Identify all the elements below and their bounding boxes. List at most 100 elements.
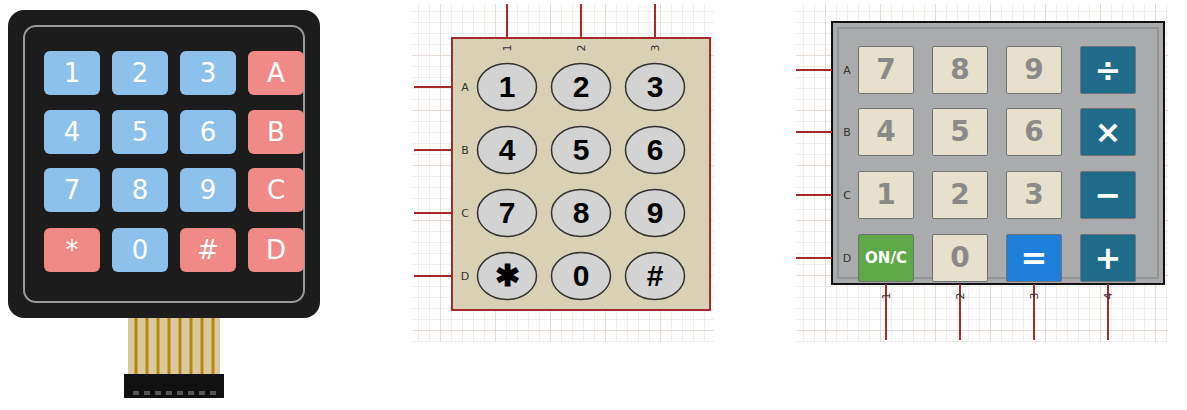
key-label: 3 [1024, 181, 1043, 209]
function-key: B [248, 110, 304, 154]
digit-key: 0 [932, 234, 988, 282]
key-label: 3 [647, 72, 664, 102]
key-label: × [1095, 116, 1122, 148]
digit-key: 7 [44, 168, 100, 212]
column-pin-label: 2 [576, 45, 587, 52]
key-label: 3 [200, 60, 217, 86]
digit-key: 4 [858, 108, 914, 156]
key-label: 5 [950, 118, 969, 146]
connector-pins [133, 391, 216, 395]
row-pin-label: D [461, 271, 469, 282]
column-pin-label: 2 [955, 293, 966, 300]
round-key: 8 [550, 188, 612, 238]
pin-wires [796, 70, 1108, 340]
keypad-body [832, 22, 1164, 284]
key-label: ON/C [865, 251, 907, 266]
round-key: 7 [476, 188, 538, 238]
pin-wires [414, 4, 655, 276]
digit-key: 8 [932, 46, 988, 94]
column-pin-label: 3 [1029, 293, 1040, 300]
key-label: 0 [950, 244, 969, 272]
round-key: 2 [550, 62, 612, 112]
key-label: ÷ [1095, 54, 1122, 86]
key-label: ✱ [495, 261, 520, 291]
key-label: 7 [64, 177, 81, 203]
digit-key: 4 [44, 110, 100, 154]
digit-key: 1 [44, 51, 100, 95]
grid-background [796, 4, 1168, 342]
key-label: 5 [573, 135, 590, 165]
round-key: 3 [624, 62, 686, 112]
header-connector [124, 374, 224, 398]
digit-key: 5 [112, 110, 168, 154]
digit-key: 7 [858, 46, 914, 94]
round-key: 4 [476, 125, 538, 175]
key-label: + [1095, 242, 1122, 274]
key-label: 0 [132, 237, 149, 263]
round-key: 9 [624, 188, 686, 238]
operator-key: − [1080, 171, 1136, 219]
key-label: D [266, 237, 286, 263]
round-key: 1 [476, 62, 538, 112]
key-label: 6 [1024, 118, 1043, 146]
key-label: 6 [647, 135, 664, 165]
key-label: 4 [499, 135, 516, 165]
function-key: C [248, 168, 304, 212]
function-key: # [180, 228, 236, 272]
key-label: # [197, 237, 219, 263]
keypad-body [8, 10, 320, 318]
digit-key: 2 [112, 51, 168, 95]
function-key: * [44, 228, 100, 272]
clear-key: ON/C [858, 234, 914, 282]
operator-key: × [1080, 108, 1136, 156]
equals-key: = [1006, 234, 1062, 282]
schematic-keypad-calculator [796, 4, 1168, 342]
keypad-body [452, 38, 710, 310]
digit-key: 5 [932, 108, 988, 156]
key-label: = [1021, 242, 1048, 274]
row-pin-label: A [461, 82, 469, 93]
key-label: 8 [950, 56, 969, 84]
key-label: 2 [132, 60, 149, 86]
key-label: − [1095, 179, 1122, 211]
digit-key: 3 [180, 51, 236, 95]
digit-key: 6 [1006, 108, 1062, 156]
column-pin-label: 3 [650, 45, 661, 52]
round-key: 0 [550, 251, 612, 301]
row-pin-label: C [843, 190, 851, 201]
digit-key: 3 [1006, 171, 1062, 219]
digit-key: 1 [858, 171, 914, 219]
digit-key: 9 [1006, 46, 1062, 94]
digit-key: 6 [180, 110, 236, 154]
row-pin-label: C [461, 208, 469, 219]
key-label: 4 [876, 118, 895, 146]
key-label: 1 [64, 60, 81, 86]
key-label: A [267, 60, 285, 86]
row-pin-label: D [843, 253, 851, 264]
key-label: 1 [876, 181, 895, 209]
function-key: D [248, 228, 304, 272]
digit-key: 2 [932, 171, 988, 219]
key-label: 8 [573, 198, 590, 228]
key-label: C [267, 177, 285, 203]
column-pin-label: 1 [881, 293, 892, 300]
column-pin-label: 4 [1103, 293, 1114, 300]
row-pin-label: A [843, 65, 851, 76]
key-label: 2 [950, 181, 969, 209]
operator-key: + [1080, 234, 1136, 282]
round-key: ✱ [476, 251, 538, 301]
key-label: * [66, 237, 79, 263]
schematic-keypad-3x4 [412, 4, 714, 342]
key-label: 9 [647, 198, 664, 228]
key-label: 0 [573, 261, 590, 291]
key-label: 5 [132, 119, 149, 145]
key-label: 8 [132, 177, 149, 203]
membrane-keypad [8, 10, 320, 398]
key-label: 6 [200, 119, 217, 145]
grid-background-major [796, 4, 1168, 342]
operator-key: ÷ [1080, 46, 1136, 94]
grid-background-major [412, 4, 714, 342]
key-label: 9 [1024, 56, 1043, 84]
key-label: 1 [499, 72, 516, 102]
